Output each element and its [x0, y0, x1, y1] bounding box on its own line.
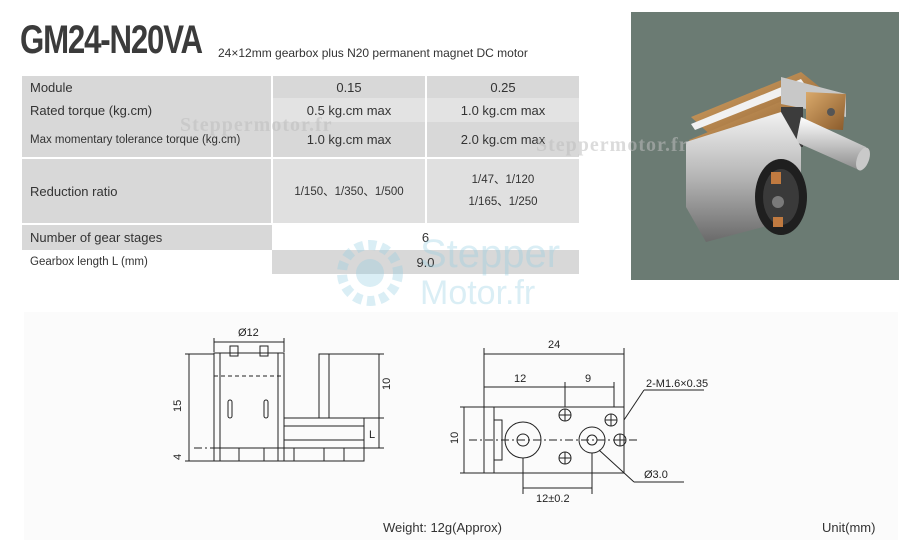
- watermark-logo-icon: [330, 233, 410, 318]
- dim-hole-thread: 2-M1.6×0.35: [646, 378, 708, 390]
- module-value-1: 0.15: [271, 76, 426, 98]
- watermark-logo-line2: Motor.fr: [420, 274, 536, 312]
- reduction-value-1: 1/150、1/350、1/500: [271, 157, 426, 224]
- gear-stages-value: 6: [272, 223, 579, 250]
- gearbox-length-label: Gearbox length L (mm): [22, 250, 272, 274]
- dim-12: 12: [514, 373, 526, 385]
- spec-row-module: Module 0.15 0.25: [22, 76, 579, 98]
- dim-12-tolerance: 12±0.2: [536, 493, 570, 505]
- gear-stages-label: Number of gear stages: [22, 223, 272, 250]
- product-title: GM24-N20VA: [20, 18, 203, 62]
- product-subtitle: 24×12mm gearbox plus N20 permanent magne…: [218, 46, 528, 60]
- dim-4: 4: [172, 454, 184, 460]
- dim-d12: Ø12: [238, 327, 259, 339]
- unit-note: Unit(mm): [822, 520, 876, 535]
- dim-d3: Ø3.0: [644, 469, 668, 481]
- max-torque-value-2: 2.0 kg.cm max: [425, 122, 579, 158]
- dim-24: 24: [548, 339, 560, 351]
- dim-15: 15: [172, 400, 184, 412]
- dim-10-side: 10: [381, 378, 393, 390]
- spec-row-reduction: Reduction ratio 1/150、1/350、1/500 1/47、1…: [22, 157, 579, 224]
- reduction-value-2-line1: 1/47、1/120: [471, 174, 535, 186]
- watermark-logo-line1: Stepper: [420, 232, 561, 276]
- reduction-value-2: 1/47、1/120 1/165、1/250: [425, 157, 579, 224]
- rated-torque-value-2: 1.0 kg.cm max: [425, 98, 579, 122]
- spec-table: Module 0.15 0.25 Rated torque (kg.cm) 0.…: [22, 76, 579, 274]
- reduction-value-2-line2: 1/165、1/250: [468, 196, 538, 208]
- spec-row-gearbox-length: Gearbox length L (mm) 9.0: [22, 250, 579, 274]
- motor-illustration: [686, 72, 870, 242]
- dim-10-front: 10: [449, 432, 461, 444]
- watermark-text: Steppermotor.fr: [180, 114, 333, 136]
- spec-row-rated-torque: Rated torque (kg.cm) 0.5 kg.cm max 1.0 k…: [22, 98, 579, 122]
- motor-photo: [631, 12, 899, 280]
- reduction-label: Reduction ratio: [22, 157, 272, 224]
- module-label: Module: [22, 76, 272, 98]
- rated-torque-value-1: 0.5 kg.cm max: [271, 98, 426, 122]
- watermark-text: Steppermotor.fr: [536, 134, 689, 156]
- technical-drawing: Ø12 15 4 10 L: [24, 312, 898, 540]
- max-torque-label: Max momentary tolerance torque (kg.cm): [22, 122, 272, 158]
- max-torque-value-1: 1.0 kg.cm max: [271, 122, 426, 158]
- dim-9: 9: [585, 373, 591, 385]
- side-view-drawing: [185, 338, 384, 462]
- rated-torque-label: Rated torque (kg.cm): [22, 98, 272, 122]
- front-view-drawing: [460, 348, 704, 494]
- spec-row-max-torque: Max momentary tolerance torque (kg.cm) 1…: [22, 122, 579, 158]
- spec-row-gear-stages: Number of gear stages 6: [22, 223, 579, 250]
- dim-L: L: [369, 429, 375, 441]
- gearbox-length-value: 9.0: [272, 250, 579, 274]
- weight-note: Weight: 12g(Approx): [383, 520, 502, 535]
- module-value-2: 0.25: [425, 76, 579, 98]
